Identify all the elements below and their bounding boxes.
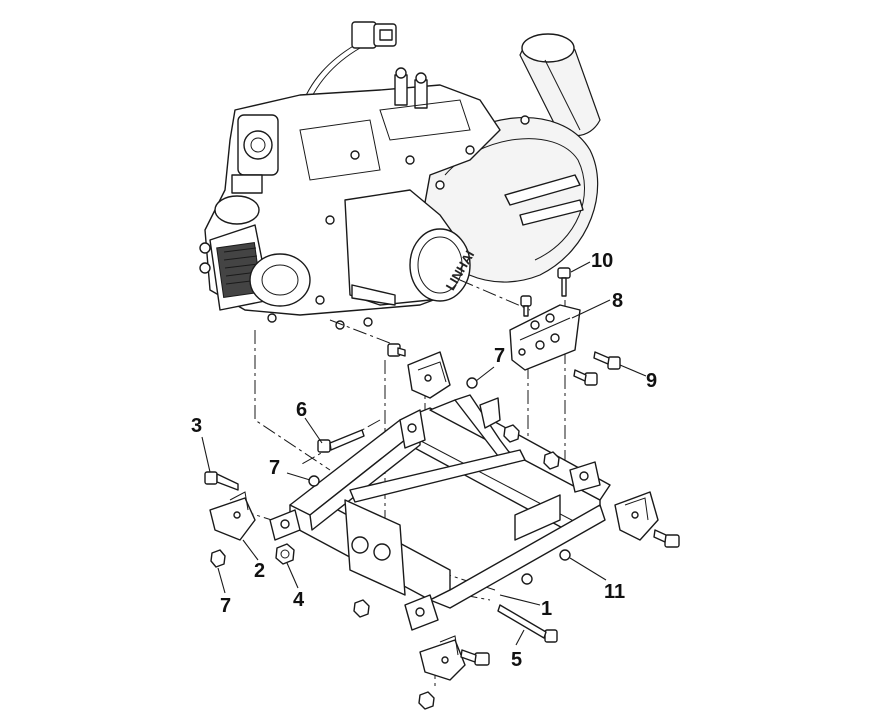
bolt-bracket-top [520, 295, 532, 317]
washer-11 [559, 549, 571, 561]
rubber-mount-upper [407, 351, 451, 399]
bolt-10 [557, 267, 571, 297]
bolt-9-upper [593, 351, 621, 370]
washer-7-mid [308, 475, 320, 487]
callout-8: 8 [612, 290, 623, 312]
callout-11: 11 [604, 581, 625, 603]
callout-3: 3 [191, 415, 202, 437]
callout-4: 4 [293, 589, 305, 611]
callout-5: 5 [511, 649, 522, 671]
callout-10: 10 [591, 250, 613, 272]
nut-7-lower [210, 549, 226, 568]
rubber-mount-right [614, 491, 659, 541]
rubber-mount-left [209, 491, 256, 541]
callout-7-lower: 7 [220, 595, 231, 617]
nut-lower-mount [418, 691, 435, 710]
callout-1: 1 [541, 598, 552, 620]
washer-frame-front [521, 573, 533, 585]
nut-frame-right [503, 424, 520, 443]
callout-7-upper: 7 [494, 345, 505, 367]
nut-frame-front [353, 599, 370, 618]
callout-7-mid: 7 [269, 457, 280, 479]
rubber-mount-lower [419, 635, 466, 681]
callout-labels: 1 2 3 4 5 6 7 7 7 8 9 10 11 [191, 250, 657, 671]
callout-6: 6 [296, 399, 307, 421]
bolt-upper-left [387, 343, 406, 357]
engine-assembly: LINHAI [199, 21, 601, 330]
bolt-right-mount [653, 529, 680, 548]
bolt-6 [317, 429, 365, 453]
callout-2: 2 [254, 560, 265, 582]
bolt-5 [497, 604, 558, 643]
washer-7-upper [466, 377, 478, 389]
nut-4 [275, 543, 295, 565]
bolt-lower-mount [460, 649, 490, 666]
engine-bracket-8 [509, 304, 581, 371]
connector-plug [351, 21, 377, 49]
callout-9: 9 [646, 370, 657, 392]
bolt-3 [204, 471, 239, 491]
callout-leaders [201, 261, 647, 646]
nut-frame-rear [543, 451, 560, 470]
bolt-9-lower [573, 369, 598, 386]
mount-frame [269, 394, 611, 631]
